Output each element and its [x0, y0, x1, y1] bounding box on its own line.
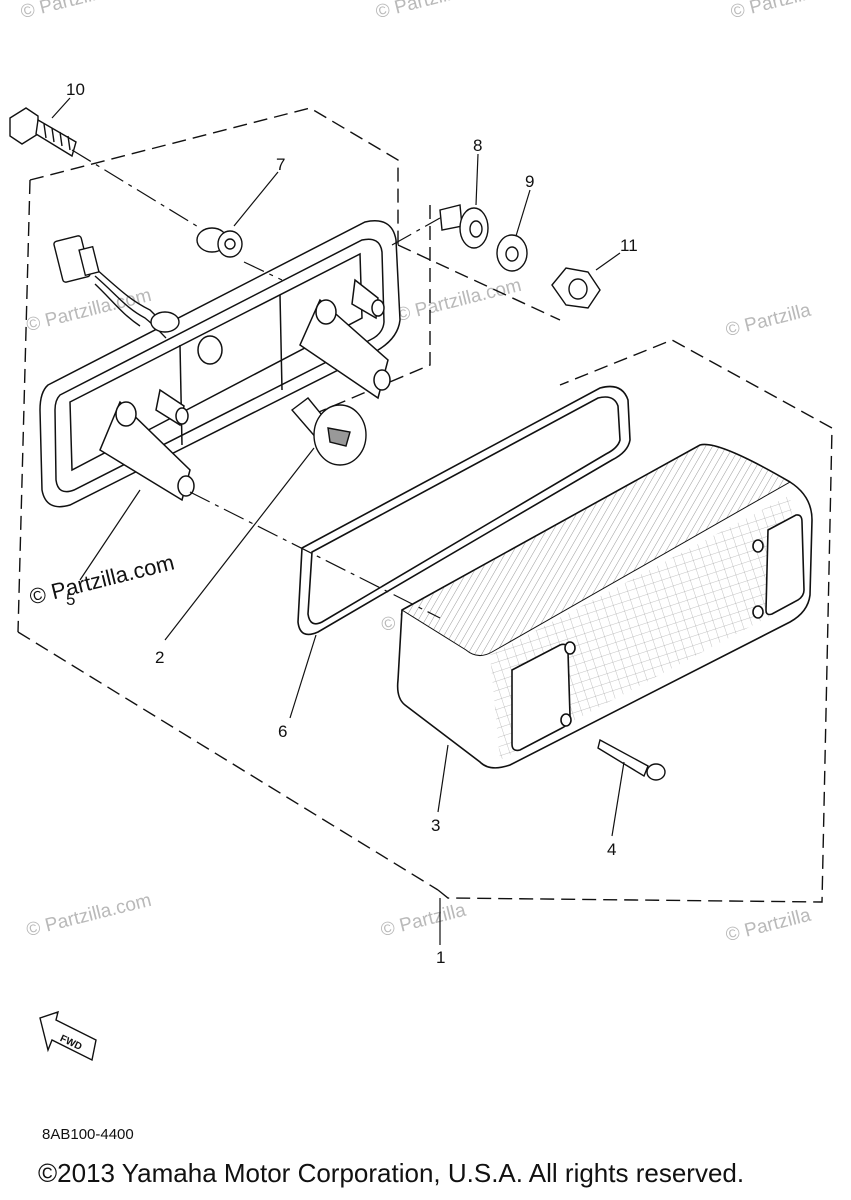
grommet-part-7 [196, 227, 243, 258]
callout-label: 9 [525, 172, 535, 191]
nut-part-11 [551, 267, 601, 309]
callout-label: 7 [276, 155, 286, 174]
leader-lines [51, 97, 625, 945]
assembly-boundary [17, 107, 833, 903]
callout-label: 4 [607, 840, 617, 859]
washer-part-9 [496, 234, 528, 272]
callout-label: 5 [66, 590, 76, 609]
wiring-harness [53, 235, 180, 339]
copyright-text: ©2013 Yamaha Motor Corporation, U.S.A. A… [38, 1158, 745, 1188]
callout-label: 11 [620, 236, 638, 255]
collar-part-8 [439, 204, 489, 249]
fwd-arrow-icon: FWD [39, 1010, 97, 1062]
callout-label: 1 [436, 948, 446, 967]
lens-part-3 [396, 443, 813, 769]
alignment-lines [71, 149, 441, 619]
callout-label: 8 [473, 136, 483, 155]
callout-label: 10 [66, 80, 85, 99]
bolt-part-10 [9, 107, 77, 158]
screw-part-4 [597, 738, 666, 781]
callout-label: 2 [155, 648, 165, 667]
callout-label: 6 [278, 722, 288, 741]
bulb-part-2 [290, 397, 367, 466]
gasket-part-6 [297, 385, 631, 636]
callout-label: 3 [431, 816, 441, 835]
diagram-code: 8AB100-4400 [42, 1126, 134, 1143]
lamp-housing [39, 220, 401, 508]
